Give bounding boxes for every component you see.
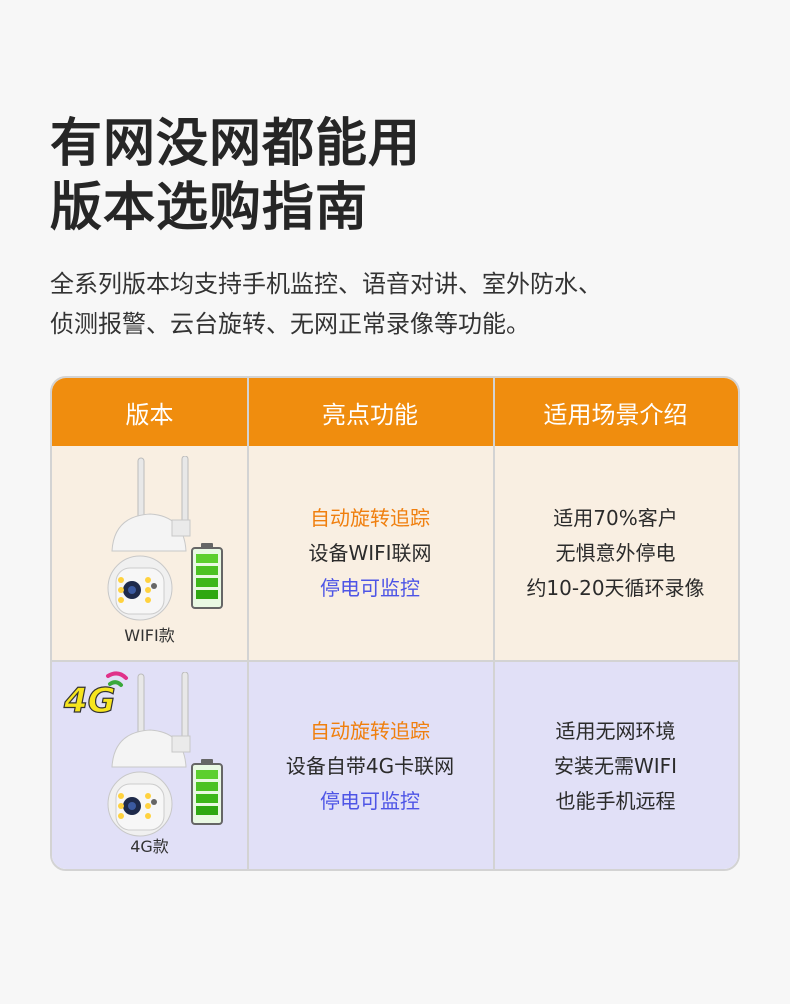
feature-item: 停电可监控: [320, 575, 420, 600]
scenes-cell: 适用无网环境 安装无需WIFI 也能手机远程: [493, 662, 738, 869]
table-row: WIFI款 自动旋转追踪 设备WIFI联网 停电可监控 适用70%客户 无惧意外…: [52, 446, 738, 660]
header-version: 版本: [125, 400, 174, 429]
badge-text: 4G: [63, 681, 116, 720]
page-title: 有网没网都能用 版本选购指南: [50, 112, 421, 240]
scene-item: 约10-20天循环录像: [526, 575, 705, 600]
scene-item: 适用70%客户: [553, 505, 678, 530]
product-label: WIFI款: [124, 626, 175, 645]
features-cell: 自动旋转追踪 设备自带4G卡联网 停电可监控: [247, 662, 493, 869]
scene-item: 安装无需WIFI: [553, 754, 678, 778]
table-header: 版本 亮点功能 适用场景介绍: [52, 378, 738, 446]
row-divider: [52, 660, 738, 662]
camera-icon: [107, 672, 223, 837]
feature-item: 自动旋转追踪: [310, 505, 430, 530]
scene-item: 无惧意外停电: [555, 540, 676, 565]
features-cell: 自动旋转追踪 设备WIFI联网 停电可监控: [247, 446, 493, 660]
feature-item: 设备WIFI联网: [308, 540, 432, 565]
feature-item: 停电可监控: [320, 789, 420, 813]
product-label: 4G款: [130, 837, 169, 856]
header-scenes: 适用场景介绍: [543, 400, 688, 429]
title-line-2: 版本选购指南: [50, 178, 369, 238]
scene-item: 也能手机远程: [555, 789, 676, 813]
feature-item: 设备自带4G卡联网: [285, 754, 455, 778]
feature-item: 自动旋转追踪: [310, 719, 430, 743]
product-cell: 4G: [52, 662, 247, 869]
title-line-1: 有网没网都能用: [50, 114, 422, 174]
header-features: 亮点功能: [322, 400, 418, 429]
scene-item: 适用无网环境: [555, 719, 676, 743]
table-row: 4G: [52, 662, 738, 869]
scenes-cell: 适用70%客户 无惧意外停电 约10-20天循环录像: [493, 446, 738, 660]
camera-icon: [107, 456, 223, 621]
page-subtitle: 全系列版本均支持手机监控、语音对讲、室外防水、 侦测报警、云台旋转、无网正常录像…: [50, 264, 750, 344]
version-guide-table: 版本 亮点功能 适用场景介绍: [50, 376, 740, 871]
subtitle-line-1: 全系列版本均支持手机监控、语音对讲、室外防水、: [50, 270, 602, 298]
product-cell: WIFI款: [52, 446, 247, 660]
column-divider: [247, 378, 249, 869]
subtitle-line-2: 侦测报警、云台旋转、无网正常录像等功能。: [50, 310, 530, 338]
4g-badge-icon: 4G: [62, 671, 128, 720]
column-divider: [493, 378, 495, 869]
